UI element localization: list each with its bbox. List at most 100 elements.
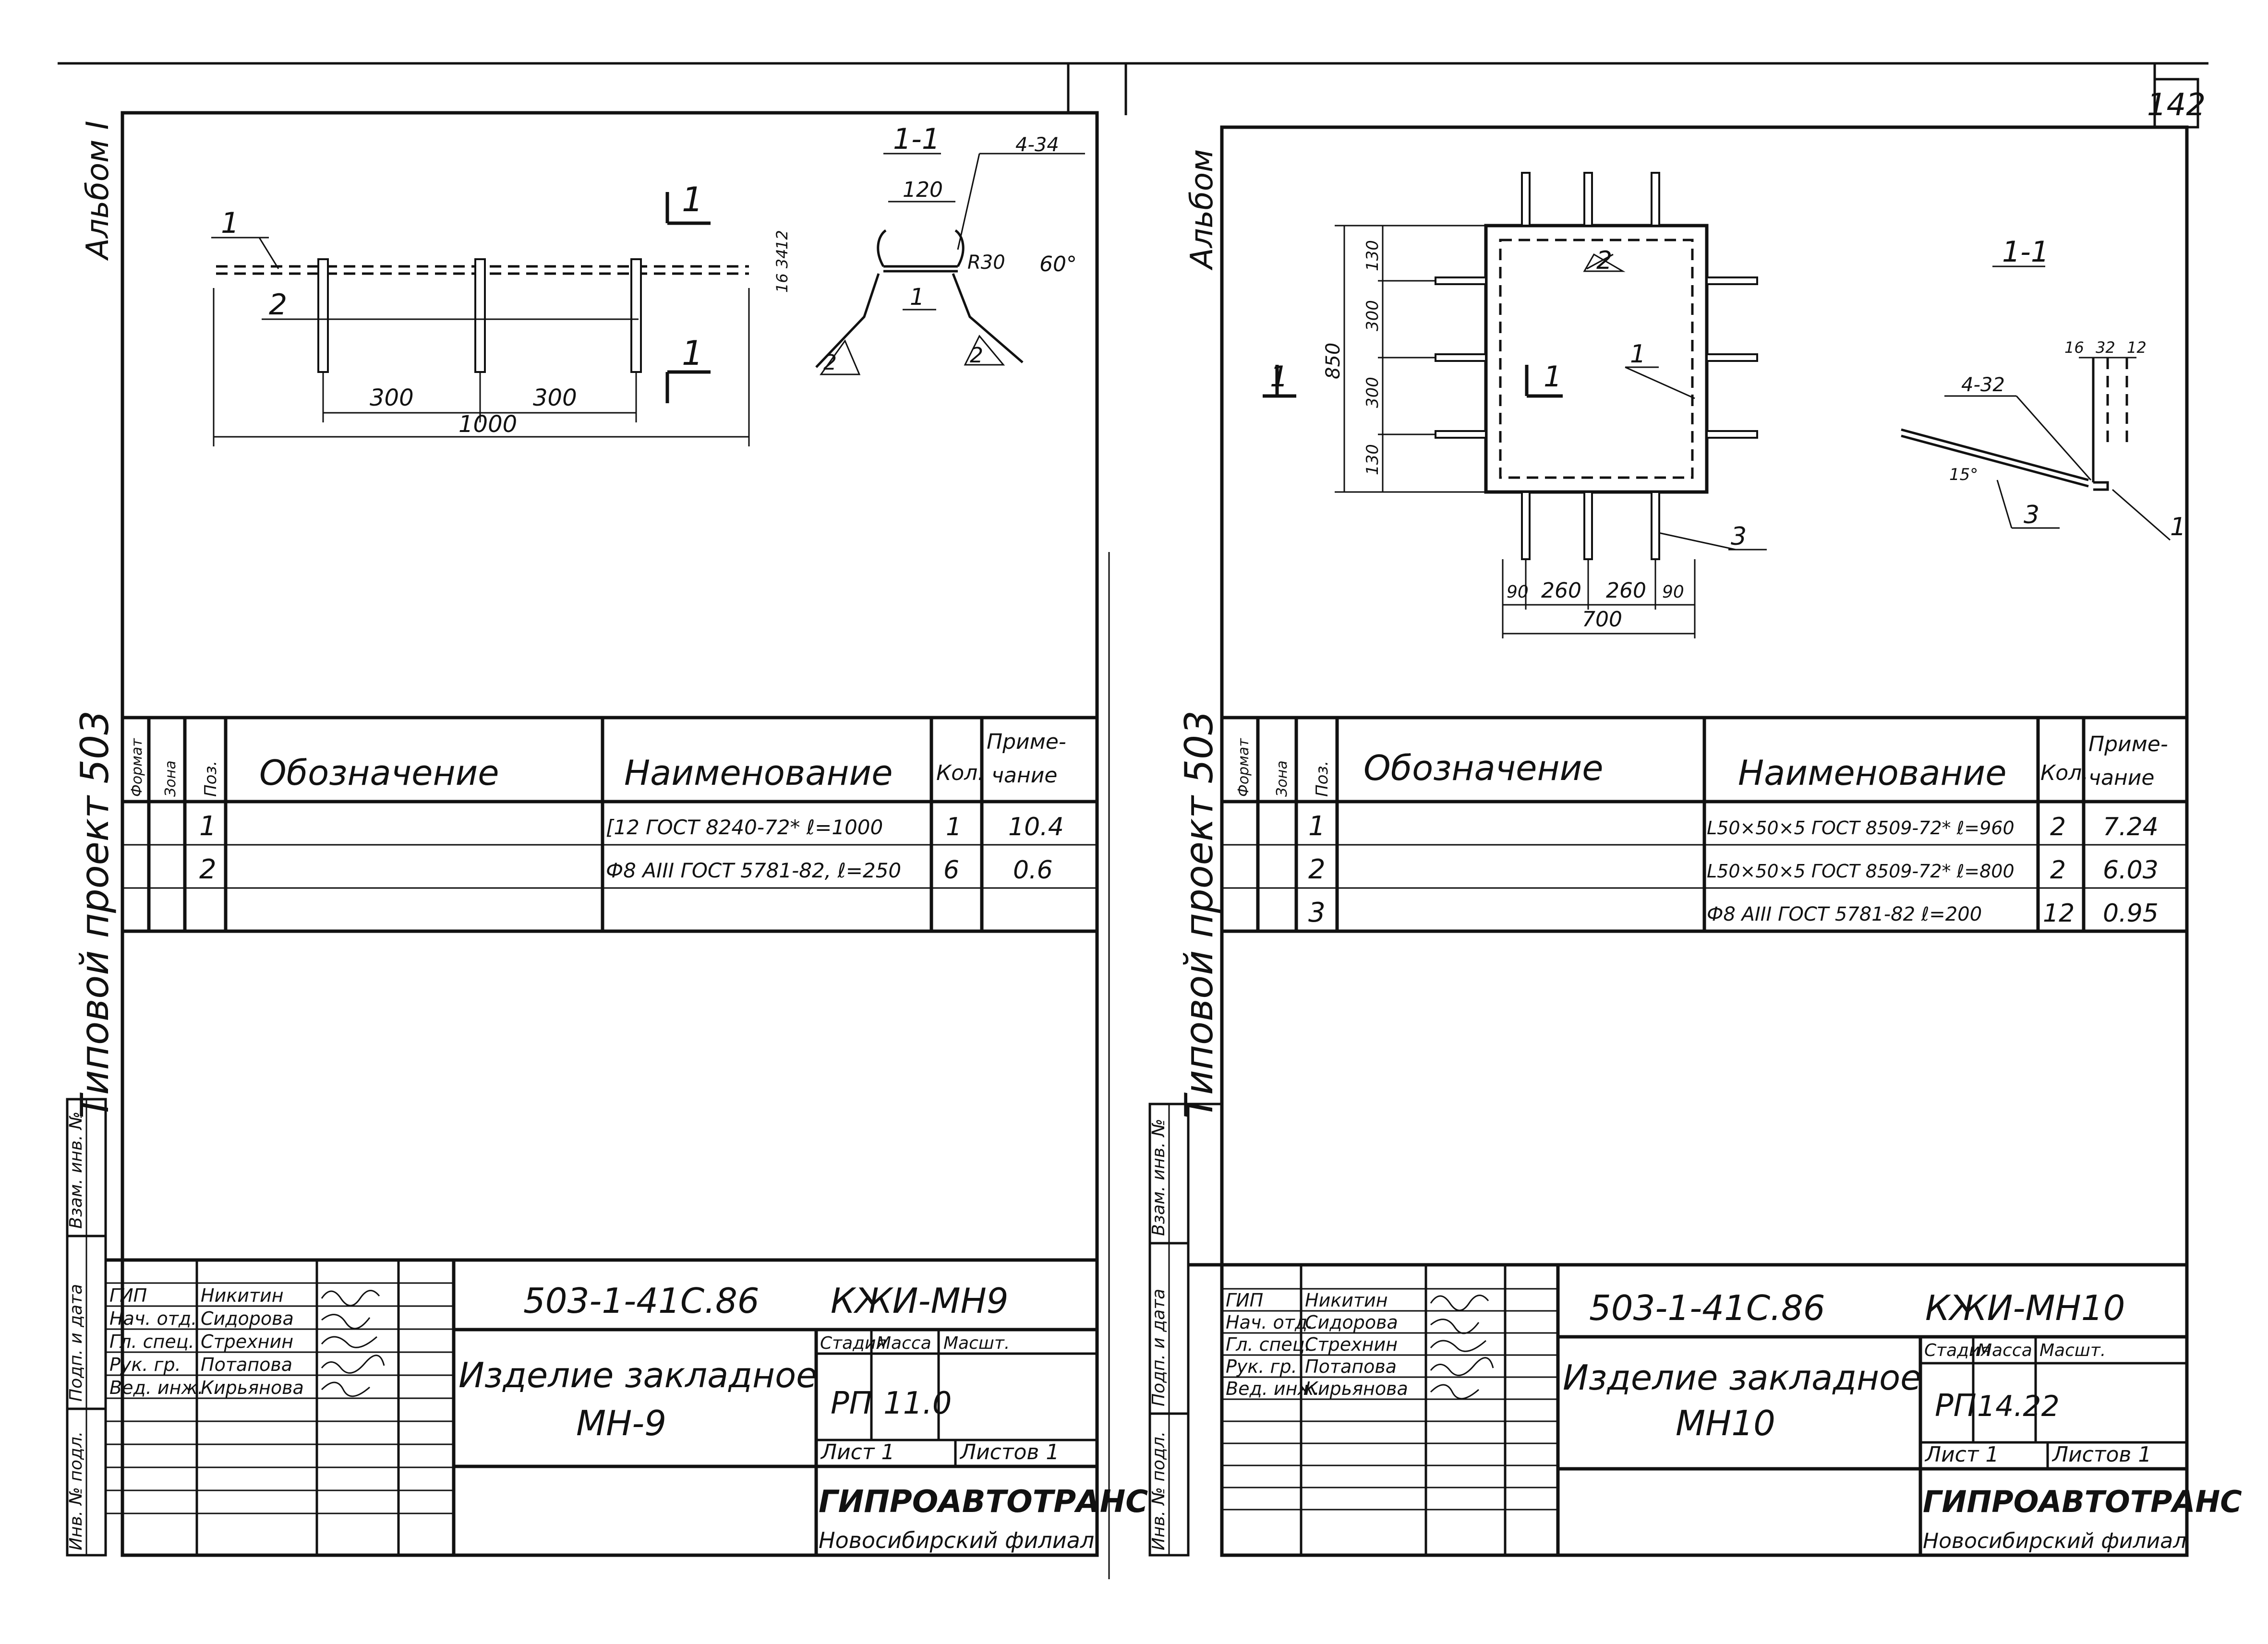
signatures [321,1290,385,1397]
bar-section [1901,428,2089,488]
dim-130-bottom: 130 [1363,444,1382,475]
dim-60: 60° [1039,252,1077,276]
r-col-note-1: Приме- [2088,732,2168,756]
section-pos-1: 1 [910,284,925,311]
left-section-view: 1-1 120 12 16 34 R30 60° 4-34 1 2 2 [773,122,1085,375]
r-person-2: Сидорова [1305,1312,1398,1333]
r-row-3-qty: 12 [2043,899,2075,928]
right-sheet: Альбом Типовой проект 503 Взам. инв. № П… [1148,63,2242,1557]
role-3: Гл. спец. [109,1331,194,1352]
pos-2-label: 2 [269,288,287,322]
r-col-designation: Обозначение [1363,748,1604,788]
r-doc-mark: КЖИ-МН10 [1925,1288,2125,1328]
r-col-zone: Зона [1274,760,1291,797]
dim-15: 15° [1949,465,1978,484]
dim-12-right: 12 [2127,338,2147,357]
anchor-bar [474,258,486,373]
r-row-3-pos: 3 [1308,897,1326,928]
person-5: Кирьянова [201,1377,304,1398]
stage-value: РП [831,1386,872,1421]
org-name: ГИПРОАВТОТРАНС [819,1484,1148,1520]
dim-90-right: 90 [1662,582,1684,602]
dim-300-b: 300 [533,384,577,411]
col-pos: Поз. [201,761,220,797]
right-section-pos-1: 1 [2170,513,2186,541]
r-mass-value: 14.22 [1977,1390,2060,1423]
dim-300-a: 300 [370,384,414,411]
dim-300-top: 300 [1363,300,1382,331]
r-sheet-label: Лист 1 [1924,1442,1999,1467]
right-title-block: 503-1-41С.86 КЖИ-МН10 Изделие закладное … [1188,1263,2242,1555]
left-margin-label-1: Взам. инв. № [66,1112,86,1229]
row-2-note: 0.6 [1013,856,1053,885]
r-row-2-pos: 2 [1308,854,1326,885]
left-sheet: Альбом I Типовой проект 503 Взам. инв. №… [66,63,1148,1557]
dim-260-left: 260 [1541,578,1581,603]
r-stage-value: РП [1935,1388,1977,1424]
right-spec-table: Формат Зона Поз. Обозначение Наименовани… [1222,716,2187,933]
col-note-2: чание [991,763,1057,788]
r-col-pos: Поз. [1313,761,1332,797]
dim-260-right: 260 [1606,578,1646,603]
title-line-2: МН-9 [576,1403,666,1443]
right-section-title: 1-1 [2002,235,2049,269]
r-col-qty: Кол. [2040,761,2088,785]
role-5: Вед. инж. [109,1377,204,1398]
row-2-pos: 2 [199,854,217,885]
right-margin-label-3: Инв. № подл. [1149,1431,1169,1550]
anchor-bar [317,258,329,373]
dim-16: 16 [2064,338,2084,357]
plan-pos-3: 3 [1731,522,1747,551]
role-2: Нач. отд. [109,1308,197,1329]
r-mass-label: Масса [1977,1341,2032,1360]
r-scale-label: Масшт. [2039,1341,2106,1360]
right-margin-label-2: Подп. и дата [1149,1289,1169,1406]
r-row-1-name: L50×50×5 ГОСТ 8509-72* ℓ=960 [1707,817,2015,839]
r-role-1: ГИП [1226,1290,1263,1311]
plan-section-mark-left: 1 [1270,360,1288,394]
channel-web [883,265,958,273]
left-side-album: Альбом I [80,120,116,261]
plan-pos-1: 1 [1630,340,1646,369]
role-4: Рук. гр. [109,1354,181,1375]
right-margin-label-1: Взам. инв. № [1149,1119,1169,1236]
dim-850: 850 [1322,343,1344,379]
section-title: 1-1 [893,122,940,156]
bar-left-section [815,273,880,368]
col-qty: Кол. [936,761,984,785]
row-1-name: [12 ГОСТ 8240-72* ℓ=1000 [606,816,883,839]
page-number: 142 [2147,87,2206,123]
row-1-note: 10.4 [1008,813,1064,841]
mass-value: 11.0 [883,1386,952,1421]
bar-right-section [952,273,1024,363]
pos-1-label: 1 [221,206,239,240]
person-1: Никитин [201,1285,284,1306]
angle-frame-inner [1499,239,1694,479]
r-row-2-qty: 2 [2050,856,2066,885]
person-4: Потапова [201,1354,292,1375]
r-col-format: Формат [1235,738,1252,797]
row-2-qty: 6 [943,856,959,885]
stage-label: Стадия [820,1333,886,1353]
left-spec-table: Формат Зона Поз. Обозначение Наименовани… [122,716,1097,933]
r-col-note-2: чание [2088,766,2154,790]
left-frame [121,111,1099,1557]
r-signatures [1430,1295,1494,1400]
anchor-bar-plan [1521,491,1531,560]
sheets-label: Листов 1 [959,1440,1059,1464]
section-mark-bottom: 1 [682,334,703,373]
r-role-5: Вед. инж. [1226,1378,1320,1399]
col-name: Наименование [624,753,893,793]
row-2-name: Ф8 АIII ГОСТ 5781-82, ℓ=250 [606,859,901,882]
r-row-3-name: Ф8 АIII ГОСТ 5781-82 ℓ=200 [1707,903,1982,925]
right-weld-symbol: 4-32 [1961,374,2005,396]
right-section-pos-3: 3 [2024,501,2039,529]
role-1: ГИП [109,1285,147,1306]
section-mark-top: 1 [682,180,703,219]
dim-700: 700 [1582,607,1622,632]
r-row-1-note: 7.24 [2103,813,2159,841]
r-row-2-note: 6.03 [2103,856,2159,885]
right-section-view: 1-1 16 32 12 4-32 15° 3 1 [1901,235,2186,541]
r-row-1-pos: 1 [1308,811,1326,842]
